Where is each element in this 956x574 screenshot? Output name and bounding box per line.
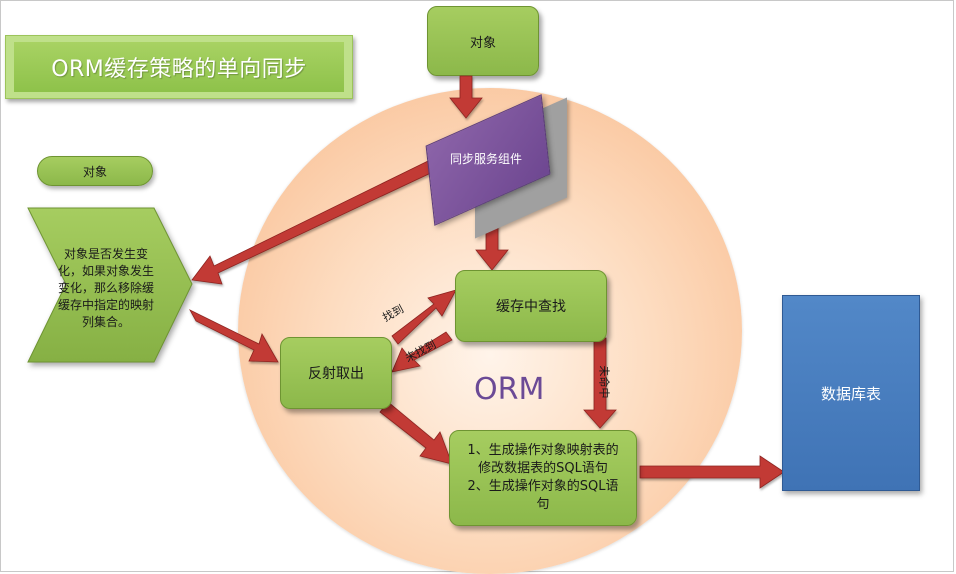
change-check-line: 变化，那么移除缓 (57, 281, 154, 295)
arrow-reflect-to-sql (379, 401, 453, 465)
orm-label: ORM (474, 372, 545, 407)
arrow-chevron-to-reflect (189, 309, 279, 363)
edge-label-miss: 未命中 (597, 365, 611, 399)
object-top-box: 对象 (427, 6, 539, 76)
change-check-text: 对象是否发生变 化，如果对象发生 变化，那么移除缓 缓存中指定的映射 列集合。 (46, 246, 166, 331)
db-table-box: 数据库表 (782, 295, 920, 491)
change-check-chevron (27, 207, 193, 363)
change-check-line: 列集合。 (81, 315, 130, 329)
arrow-reflect-to-cache (391, 289, 457, 345)
generate-sql-line: 2、生成操作对象的SQL语 (467, 479, 619, 494)
change-check-line: 缓存中指定的映射 (57, 298, 154, 312)
object-left-label: 对象 (82, 164, 107, 179)
arrow-sql-to-db (639, 455, 785, 489)
title-banner: ORM缓存策略的单向同步 (5, 35, 353, 99)
generate-sql-line: 1、生成操作对象映射表的 (467, 443, 619, 458)
reflect-fetch-label: 反射取出 (308, 366, 364, 382)
sync-component-label: 同步服务组件 (449, 152, 522, 166)
change-check-line: 化，如果对象发生 (57, 264, 154, 278)
arrow-object-to-sync (449, 75, 483, 119)
arrow-sync-to-chevron (191, 159, 436, 285)
diagram-title: ORM缓存策略的单向同步 (14, 42, 344, 92)
arrow-cache-to-reflect (391, 331, 453, 373)
generate-sql-box: 1、生成操作对象映射表的 修改数据表的SQL语句 2、生成操作对象的SQL语 句 (449, 430, 637, 526)
object-top-label: 对象 (469, 35, 496, 51)
object-left-pill: 对象 (37, 156, 153, 186)
db-table-label: 数据库表 (820, 384, 881, 403)
cache-lookup-label: 缓存中查找 (496, 299, 566, 315)
arrow-cache-to-sql (583, 337, 617, 429)
change-check-line: 对象是否发生变 (63, 247, 148, 261)
cache-lookup-box: 缓存中查找 (455, 270, 607, 342)
reflect-fetch-box: 反射取出 (280, 337, 392, 409)
generate-sql-line: 句 (536, 497, 550, 512)
generate-sql-line: 修改数据表的SQL语句 (478, 461, 608, 476)
